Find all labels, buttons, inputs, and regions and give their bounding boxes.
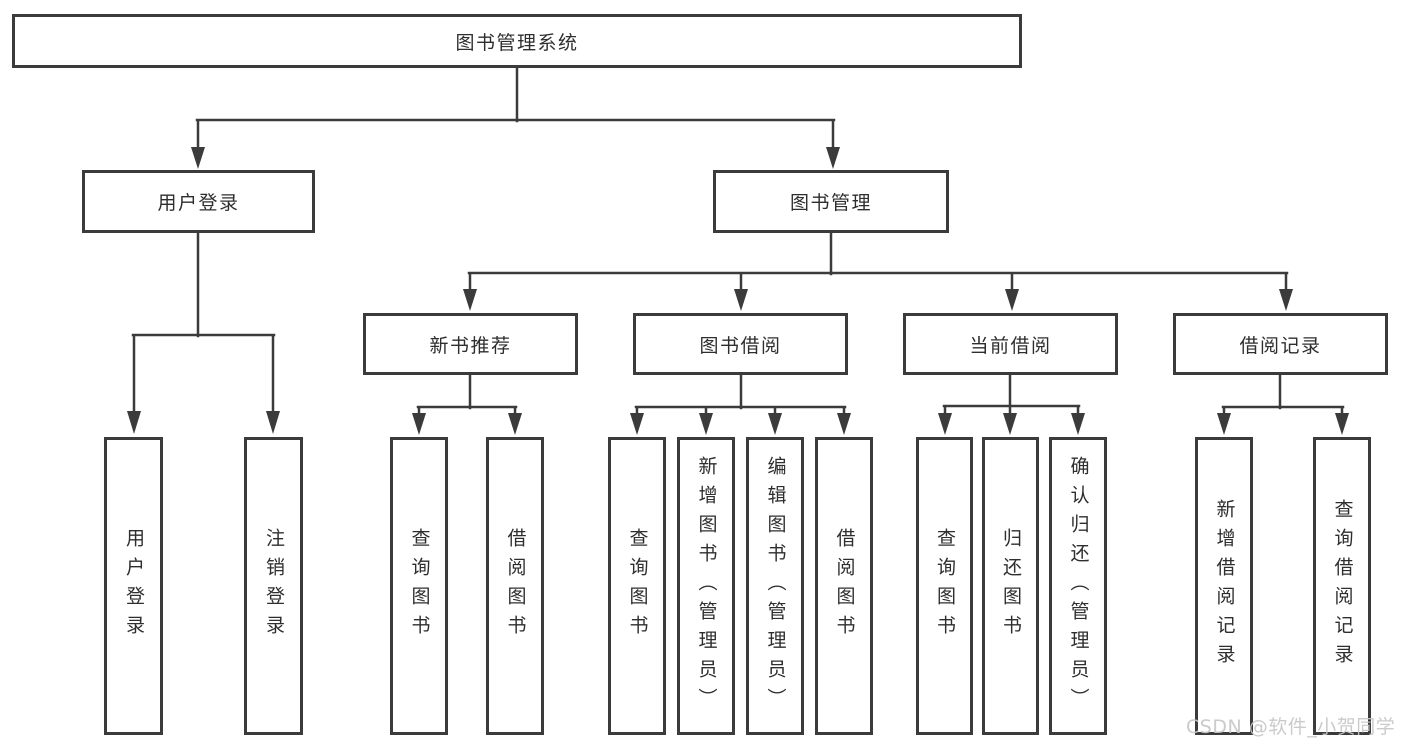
node-root: 图书管理系统 [12, 14, 1022, 68]
node-new-book-recommend-label: 新书推荐 [429, 334, 512, 357]
node-borrow-records: 借阅记录 [1173, 313, 1388, 375]
arrow-icon [630, 413, 644, 435]
leaf-borrow-books-2-label: 借阅图书 [833, 528, 856, 644]
node-book-borrow-label: 图书借阅 [699, 334, 782, 357]
leaf-borrow-books-recommend-label: 借阅图书 [504, 528, 527, 644]
leaf-return-book: 归还图书 [982, 437, 1039, 735]
node-book-borrow: 图书借阅 [633, 313, 848, 375]
arrow-icon [1071, 413, 1085, 435]
leaf-user-login-label: 用户登录 [123, 528, 145, 644]
leaf-query-borrow-record-label: 查询借阅记录 [1331, 499, 1354, 673]
arrow-icon [837, 413, 851, 435]
arrow-icon [412, 413, 426, 435]
arrow-icon [1003, 413, 1017, 435]
arrow-icon [768, 413, 782, 435]
arrow-icon [699, 413, 713, 435]
node-current-borrow: 当前借阅 [903, 313, 1118, 375]
leaf-add-book-admin: 新增图书（管理员） [677, 437, 735, 735]
leaf-confirm-return-admin: 确认归还（管理员） [1049, 437, 1107, 735]
leaf-query-books-recommend-label: 查询图书 [408, 528, 431, 644]
node-borrow-records-label: 借阅记录 [1239, 334, 1322, 357]
node-book-management-label: 图书管理 [789, 192, 872, 214]
leaf-logout: 注销登录 [244, 437, 303, 735]
leaf-logout-label: 注销登录 [263, 528, 285, 644]
leaf-add-book-admin-label: 新增图书（管理员） [695, 455, 718, 717]
leaf-edit-book-admin: 编辑图书（管理员） [746, 437, 804, 735]
arrow-icon [1335, 413, 1349, 435]
leaf-edit-book-admin-label: 编辑图书（管理员） [764, 455, 787, 717]
watermark: CSDN @软件_小贺同学 [1186, 716, 1396, 738]
leaf-borrow-books-recommend: 借阅图书 [486, 437, 544, 735]
arrow-icon [266, 411, 280, 434]
arrow-icon [938, 413, 952, 435]
connector-path [131, 66, 1345, 418]
leaf-query-borrow-record: 查询借阅记录 [1313, 437, 1371, 735]
arrow-icon [191, 147, 205, 169]
leaf-query-books-borrow: 查询图书 [608, 437, 666, 735]
leaf-add-borrow-record: 新增借阅记录 [1195, 437, 1253, 735]
leaf-query-books-borrow-label: 查询图书 [626, 528, 649, 644]
node-new-book-recommend: 新书推荐 [363, 313, 578, 375]
node-book-management: 图书管理 [713, 170, 949, 233]
arrow-icon [1217, 413, 1231, 435]
arrow-icon [463, 289, 477, 311]
leaf-query-books-recommend: 查询图书 [390, 437, 448, 735]
leaf-borrow-books-2: 借阅图书 [815, 437, 873, 735]
node-root-label: 图书管理系统 [455, 31, 579, 54]
node-user-login-label: 用户登录 [157, 192, 240, 214]
arrow-icon [127, 411, 141, 434]
leaf-query-books-current: 查询图书 [916, 437, 973, 735]
leaf-confirm-return-admin-label: 确认归还（管理员） [1067, 455, 1090, 717]
leaf-query-books-current-label: 查询图书 [934, 528, 956, 644]
arrow-icon [734, 289, 748, 311]
leaf-return-book-label: 归还图书 [1000, 528, 1022, 644]
leaf-user-login: 用户登录 [104, 437, 163, 735]
arrow-icon [1005, 289, 1019, 311]
arrow-icon [1279, 289, 1293, 311]
arrowheads [127, 147, 1349, 435]
node-user-login: 用户登录 [82, 170, 315, 233]
arrow-icon [508, 413, 522, 435]
arrow-icon [826, 147, 840, 169]
leaf-add-borrow-record-label: 新增借阅记录 [1213, 499, 1236, 673]
node-current-borrow-label: 当前借阅 [969, 334, 1052, 357]
